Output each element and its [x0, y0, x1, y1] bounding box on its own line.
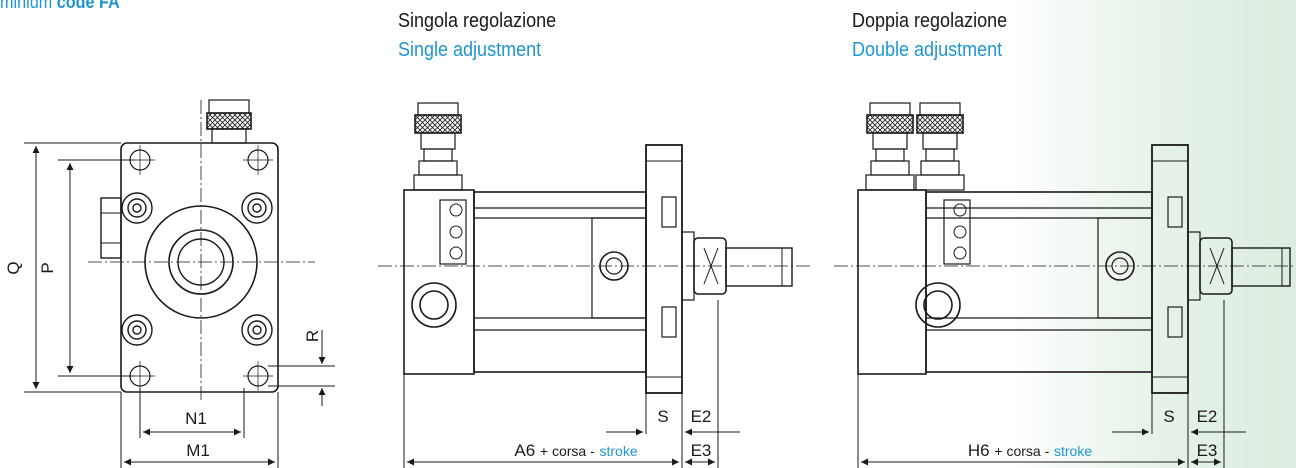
dim-h6-corsa: + corsa - — [994, 443, 1049, 459]
dim-r-label: R — [303, 330, 322, 342]
header-prefix: minium — [0, 0, 53, 12]
dim-h6-stroke: stroke — [1054, 443, 1092, 459]
dim-a6-stroke: stroke — [600, 443, 638, 459]
dim-a6-corsa: + corsa - — [540, 443, 595, 459]
dim-s-label: S — [657, 407, 668, 426]
double-title-it: Doppia regolazione — [852, 10, 1008, 32]
front-view — [24, 99, 335, 468]
single-title-en: Single adjustment — [398, 39, 542, 61]
dim-m1-label: M1 — [186, 441, 210, 460]
dim-h6-formula: H6 + corsa - stroke — [968, 441, 1092, 460]
header-code: code FA — [56, 0, 120, 12]
double-dim-labels: S E2 E3 H6 + corsa - stroke — [968, 407, 1217, 460]
dim-a6-formula: A6 + corsa - stroke — [514, 441, 637, 460]
dim-e2-label: E2 — [691, 407, 712, 426]
dim-a6-label: A6 — [514, 441, 535, 460]
front-dim-labels: Q P R N1 M1 — [4, 261, 322, 460]
single-adjustment-view — [378, 102, 812, 468]
header-fragment: minium code FA — [0, 0, 120, 13]
background-band — [1010, 0, 1296, 468]
double-title-en: Double adjustment — [852, 39, 1003, 61]
single-title-it: Singola regolazione — [398, 10, 557, 32]
dim-s-label-2: S — [1163, 407, 1174, 426]
dim-h6-label: H6 — [968, 441, 990, 460]
single-dim-labels: S E2 E3 A6 + corsa - stroke — [514, 407, 711, 460]
dim-e2-label-2: E2 — [1197, 407, 1218, 426]
dim-p-label: P — [38, 262, 57, 273]
dim-n1-label: N1 — [185, 409, 207, 428]
dim-e3-label: E3 — [691, 441, 712, 460]
dim-e3-label-2: E3 — [1197, 441, 1218, 460]
dim-q-label: Q — [4, 261, 23, 274]
double-adjustment-view — [834, 102, 1296, 468]
